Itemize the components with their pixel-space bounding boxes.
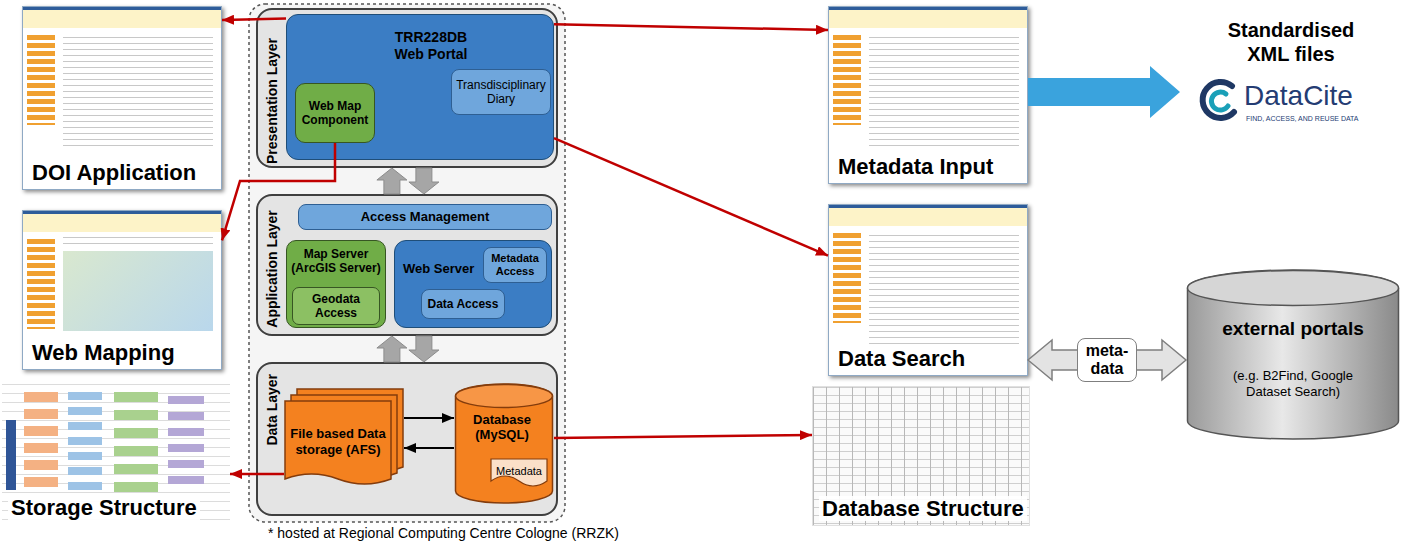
- node-label: external portals: [1186, 318, 1400, 340]
- screenshot: Data Search: [828, 204, 1028, 376]
- red-connector: [554, 24, 828, 30]
- red-connector: [554, 138, 828, 256]
- edge-label: meta- data: [1077, 338, 1137, 382]
- grey-connector: [409, 168, 439, 194]
- cyl-outline: [454, 384, 554, 504]
- node-label: Database Structure: [819, 496, 1027, 521]
- node-label: FIND, ACCESS, AND REUSE DATA: [1246, 114, 1359, 123]
- access-box: Metadata Access: [483, 247, 547, 283]
- access-box: Geodata Access: [292, 287, 380, 325]
- portal-box: TRR228DB Web PortalWeb Map Component Tran…: [286, 14, 554, 160]
- node-label: Web Mapping: [29, 340, 178, 365]
- screenshot: Web Mapping: [22, 210, 222, 370]
- node-label: Web Map Component: [299, 99, 371, 127]
- server-box: Web Server Metadata AccessData Access: [394, 240, 552, 328]
- metadata-doc: Metadata: [490, 458, 548, 490]
- grey-connector: [377, 336, 407, 362]
- blue-connector: [1028, 66, 1180, 118]
- node-label: File based Data storage (AFS): [288, 426, 388, 458]
- node-label: Data Layer: [263, 374, 281, 512]
- node-label: DataCite: [1244, 80, 1353, 112]
- datacite-swirl: [1198, 78, 1242, 122]
- node-label: DOI Application: [29, 160, 199, 185]
- file-storage: File based Data storage (AFS): [284, 388, 404, 488]
- black-connector: [404, 417, 454, 419]
- database-cylinder: Database (MySQL) Metadata: [454, 384, 554, 504]
- red-connector: [222, 18, 286, 20]
- layer-band: Data Layer File based Data storage (AFS) D…: [256, 362, 558, 516]
- node-label: Web Server: [403, 261, 474, 277]
- footnote: * hosted at Regional Computing Centre Co…: [268, 525, 619, 542]
- node-label: Presentation Layer: [263, 20, 281, 164]
- node-label: Map Server (ArcGIS Server): [287, 247, 385, 275]
- component-box: Transdisciplinary Diary: [451, 69, 551, 115]
- node-label: Data Access: [428, 297, 499, 311]
- screenshot: Metadata Input: [828, 6, 1028, 184]
- access-bar: Access Management: [298, 204, 552, 230]
- access-box: Data Access: [421, 289, 505, 319]
- red-connector: [554, 435, 812, 438]
- node-label: Database (MySQL): [460, 412, 544, 442]
- node-label: Standardised XML files: [1216, 18, 1366, 66]
- structure-figure: Database Structure: [812, 386, 1030, 526]
- gcyl-outline: [1186, 270, 1400, 440]
- layer-band: Presentation Layer TRR228DB Web PortalWeb…: [256, 8, 558, 168]
- black-connector: [404, 447, 454, 449]
- structure-figure: Storage Structure: [2, 384, 230, 524]
- red-connector: [230, 473, 284, 476]
- node-label: Application Layer: [263, 206, 281, 332]
- node-label: Access Management: [361, 209, 490, 225]
- node-label: Metadata Input: [835, 154, 996, 179]
- grey-connector: [409, 336, 439, 362]
- layer-band: Application Layer Access ManagementMap Se…: [256, 194, 558, 336]
- grey-connector: [377, 168, 407, 194]
- node-label: (e.g. B2Find, Google Dataset Search): [1216, 368, 1370, 400]
- export-target: Standardised XML filesDataCiteFIND, ACCE…: [1180, 18, 1402, 140]
- node-label: TRR228DB Web Portal: [383, 29, 479, 63]
- node-label: Transdisciplinary Diary: [455, 78, 547, 106]
- node-label: Geodata Access: [296, 292, 376, 320]
- server-box: Map Server (ArcGIS Server) Geodata Access: [286, 240, 386, 328]
- portal-cylinder: external portals (e.g. B2Find, Google Dat…: [1186, 270, 1400, 440]
- node-label: Data Search: [835, 346, 968, 371]
- component-box: Web Map Component: [295, 83, 375, 143]
- screenshot: DOI Application: [22, 6, 222, 190]
- node-label: Metadata: [496, 465, 542, 478]
- node-label: Metadata Access: [487, 252, 543, 278]
- node-label: Storage Structure: [8, 495, 200, 520]
